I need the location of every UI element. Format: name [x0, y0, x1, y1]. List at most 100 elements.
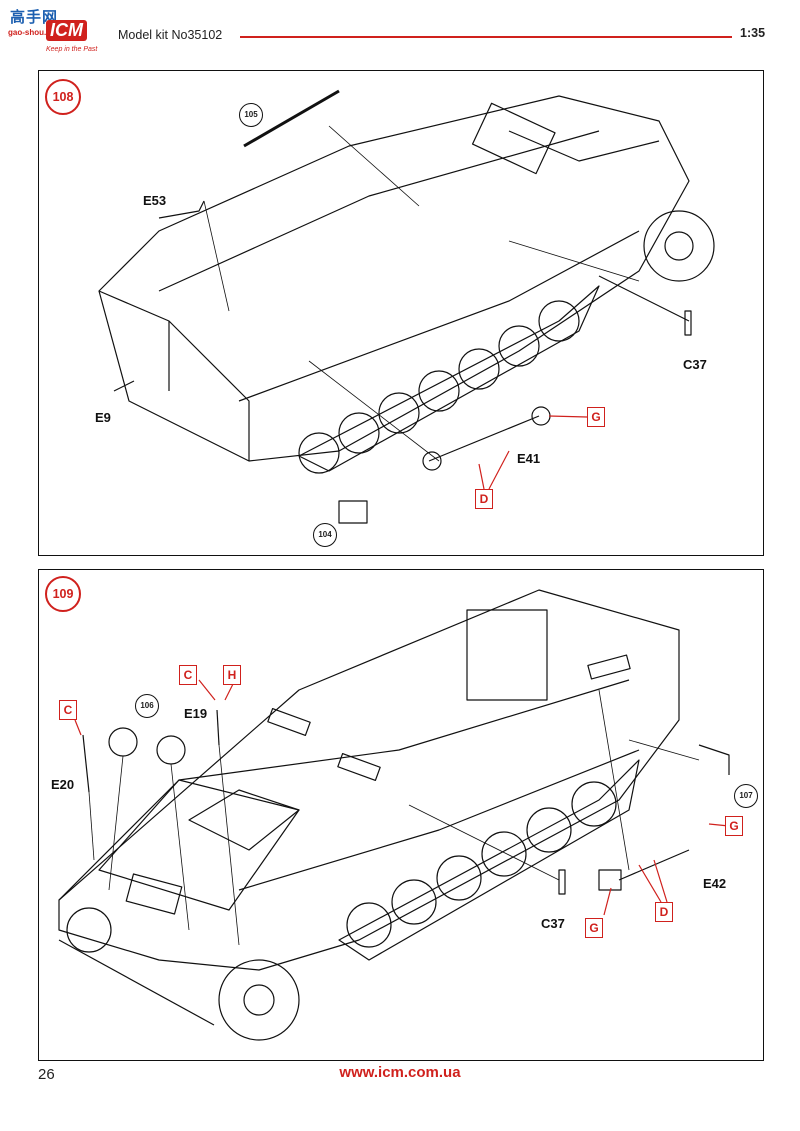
step-108-panel: 108 105 E53 E9 C37 E41 G D 104 — [38, 70, 764, 556]
leader-e19 — [218, 744, 240, 946]
leader-c37 — [508, 240, 640, 282]
front-wheel-hub — [664, 231, 694, 261]
kit-title: Model kit No35102 — [118, 28, 223, 42]
hatch — [471, 102, 556, 175]
leader-106b — [170, 763, 190, 931]
part-e42-bracket — [598, 869, 622, 891]
hull-outline — [58, 589, 680, 971]
leader-107 — [628, 739, 700, 761]
track-run — [298, 285, 600, 472]
vision-slot — [267, 707, 311, 737]
sprue-marker-d: D — [475, 489, 493, 509]
sprue-pointer-c2 — [74, 719, 82, 736]
part-label-e9: E9 — [95, 410, 111, 425]
header-rule — [240, 36, 732, 38]
sprue-marker-c: C — [179, 665, 197, 685]
sprue-marker-g: G — [587, 407, 605, 427]
logo-chinese-text: 高手网 — [10, 8, 59, 26]
step-109-panel: 109 C H E19 C 106 E20 107 G E42 D C37 G — [38, 569, 764, 1061]
headlight — [108, 727, 138, 757]
front-wheel-hub — [243, 984, 275, 1016]
part-e53 — [158, 200, 205, 219]
sprue-marker-d: D — [655, 902, 673, 922]
radio-set — [466, 609, 548, 701]
hull-top-edge — [158, 130, 600, 292]
road-wheel — [346, 902, 392, 948]
part-104 — [338, 500, 368, 524]
part-label-e42: E42 — [703, 876, 727, 891]
part-e19 — [216, 709, 220, 746]
page-number: 26 — [38, 1066, 55, 1083]
leader-e20 — [88, 791, 95, 861]
sprue-pointer-g — [548, 415, 588, 418]
headlight — [156, 735, 186, 765]
road-wheel — [538, 300, 580, 342]
front-wheel — [643, 210, 715, 282]
part-c37 — [598, 275, 690, 322]
part-label-e41: E41 — [517, 451, 541, 466]
ref-step-106: 106 — [135, 694, 159, 718]
vision-slot — [337, 752, 381, 782]
part-label-e19: E19 — [184, 706, 208, 721]
track-run — [338, 759, 640, 961]
step-number-109: 109 — [45, 576, 81, 612]
road-wheel — [391, 879, 437, 925]
front-bumper — [58, 939, 215, 1026]
sprue-pointer-g2 — [603, 887, 612, 916]
hull-rear-plate — [98, 290, 250, 461]
leader-e42 — [598, 689, 630, 871]
part-label-e20: E20 — [51, 777, 75, 792]
part-e41 — [428, 415, 540, 462]
sprue-marker-g: G — [725, 816, 743, 836]
road-wheel — [498, 325, 540, 367]
hull-top-edge — [58, 679, 630, 901]
part-label-c37: C37 — [541, 916, 565, 931]
machine-gun — [243, 89, 340, 148]
road-wheel — [436, 855, 482, 901]
front-wheel — [218, 959, 300, 1041]
hull-side-line — [238, 749, 640, 891]
front-grille — [125, 873, 183, 915]
part-c37-plate — [558, 869, 566, 895]
road-wheel — [481, 831, 527, 877]
road-wheel — [458, 348, 500, 390]
part-label-e53: E53 — [143, 193, 167, 208]
road-wheel — [338, 412, 380, 454]
logo-site-text: gao-shou.com — [8, 28, 63, 37]
scale-label: 1:35 — [740, 26, 766, 40]
part-e41-lamp — [531, 406, 551, 426]
part-e41-lamp — [422, 451, 442, 471]
hull-side-line — [238, 230, 640, 402]
road-wheel — [378, 392, 420, 434]
hatch — [188, 789, 300, 851]
part-e9 — [113, 380, 135, 392]
part-e20 — [82, 734, 90, 793]
sprue-pointer-c — [198, 679, 216, 701]
sprue-pointer-d — [638, 859, 668, 903]
vision-slot — [587, 654, 631, 680]
leader-e53 — [203, 200, 230, 312]
front-wheel-left — [66, 907, 112, 953]
road-wheel — [526, 807, 572, 853]
road-wheel — [298, 432, 340, 474]
sprue-marker-c-2: C — [59, 700, 77, 720]
leader-e41 — [308, 360, 440, 462]
step-108-drawing — [98, 89, 715, 524]
footer-url[interactable]: www.icm.com.ua — [339, 1064, 461, 1081]
ref-step-107: 107 — [734, 784, 758, 808]
publisher-logo: 高手网 gao-shou.com ICM Keep in the Past — [6, 6, 106, 58]
page-header: 高手网 gao-shou.com ICM Keep in the Past Mo… — [0, 0, 800, 60]
part-107 — [698, 744, 730, 775]
sprue-marker-g-2: G — [585, 918, 603, 938]
front-armor — [508, 130, 660, 162]
ref-step-104: 104 — [313, 523, 337, 547]
part-c37-plate — [684, 310, 692, 336]
leader-c37 — [408, 804, 560, 881]
hull-outline — [98, 95, 690, 462]
sprue-pointer-d — [478, 450, 510, 490]
part-label-c37: C37 — [683, 357, 707, 372]
road-wheel — [571, 781, 617, 827]
step-number-108: 108 — [45, 79, 81, 115]
logo-motto: Keep in the Past — [46, 46, 98, 53]
sprue-marker-h: H — [223, 665, 241, 685]
